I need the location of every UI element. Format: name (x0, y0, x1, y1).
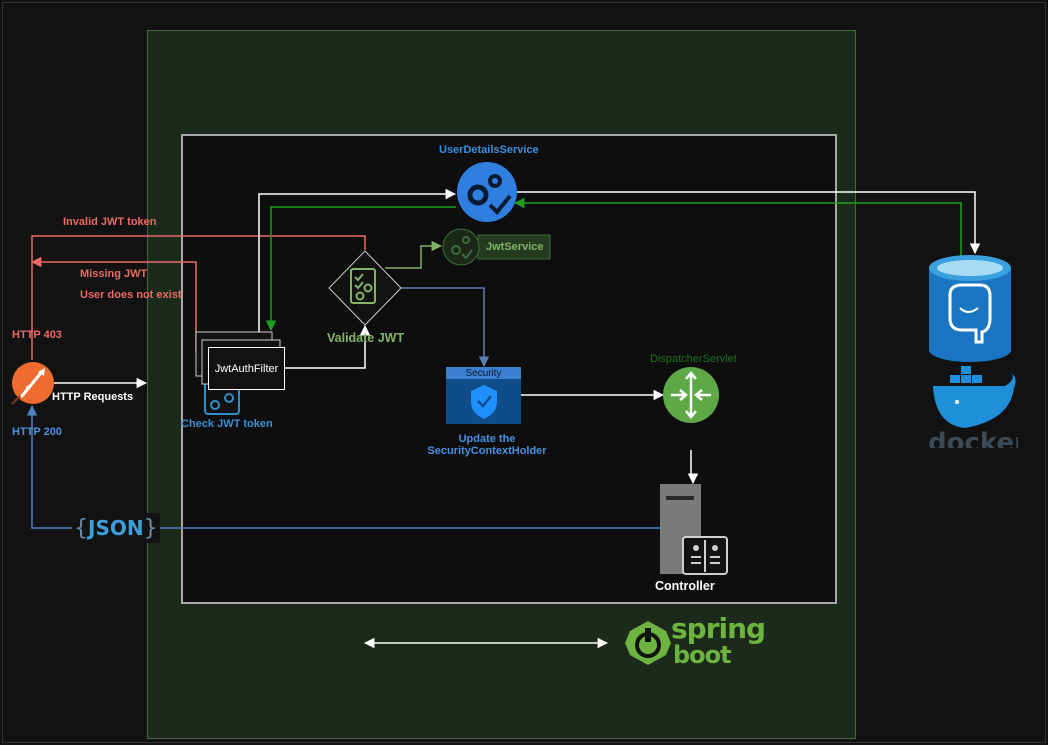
security-label: Security (465, 368, 502, 379)
db-to-userdetails-arrow (513, 197, 962, 256)
filter-to-validate-arrow (285, 324, 371, 369)
validate-to-jwtservice-arrow (385, 240, 443, 269)
validate-jwt-label: Validate JWT (327, 331, 405, 345)
userdetails-to-db-arrow (517, 191, 981, 255)
invalid-jwt-path (31, 235, 366, 360)
http-requests-label: HTTP Requests (52, 391, 134, 403)
spring-wordmark: spring (671, 612, 766, 645)
jwt-auth-filter-card[interactable]: JwtAuthFilter (208, 347, 285, 390)
update-holder-line2: SecurityContextHolder (427, 445, 547, 457)
invalid-jwt-label: Invalid JWT token (63, 216, 157, 228)
controller-label: Controller (655, 579, 715, 593)
spring-power-icon (625, 621, 671, 665)
dispatcher-arrows-icon (663, 367, 719, 423)
json-open-brace: { (74, 515, 88, 541)
missing-jwt-path (30, 256, 197, 352)
security-shield-node (446, 367, 521, 424)
check-jwt-token-label: Check JWT token (181, 418, 273, 430)
validate-to-security-arrow (401, 287, 490, 368)
postgresql-elephant-icon (929, 255, 1011, 362)
jwt-auth-filter-label: JwtAuthFilter (214, 362, 279, 375)
update-holder-line1: Update the (458, 433, 516, 445)
validate-jwt-diamond (328, 250, 402, 326)
http-200-path (26, 404, 660, 529)
boot-wordmark: boot (673, 641, 732, 669)
jwtservice-node (442, 228, 551, 266)
http-200-label: HTTP 200 (12, 426, 62, 438)
user-details-service-label: UserDetailsService (439, 144, 539, 156)
json-label: JSON (88, 516, 144, 540)
json-badge: { JSON } (72, 513, 160, 543)
user-not-exist-label: User does not exist (80, 289, 182, 301)
json-close-brace: } (143, 515, 158, 541)
docker-whale-icon (933, 366, 1016, 428)
http-403-label: HTTP 403 (12, 329, 62, 341)
missing-jwt-label: Missing JWT (80, 268, 148, 280)
userdetails-to-filter-arrow (265, 206, 456, 332)
dispatcher-to-controller-arrow (687, 450, 699, 485)
gears-check-icon (457, 162, 517, 222)
jwt-service-label: JwtService (486, 241, 544, 253)
server-tower-icon (660, 484, 728, 575)
dispatcher-servlet-label: DispatcherServlet (650, 353, 737, 365)
postman-icon (11, 362, 54, 405)
docker-wordmark: docker (928, 430, 1018, 448)
filter-to-userdetails-arrow (258, 188, 457, 332)
docker-wordmark-clip: docker (928, 430, 1018, 448)
